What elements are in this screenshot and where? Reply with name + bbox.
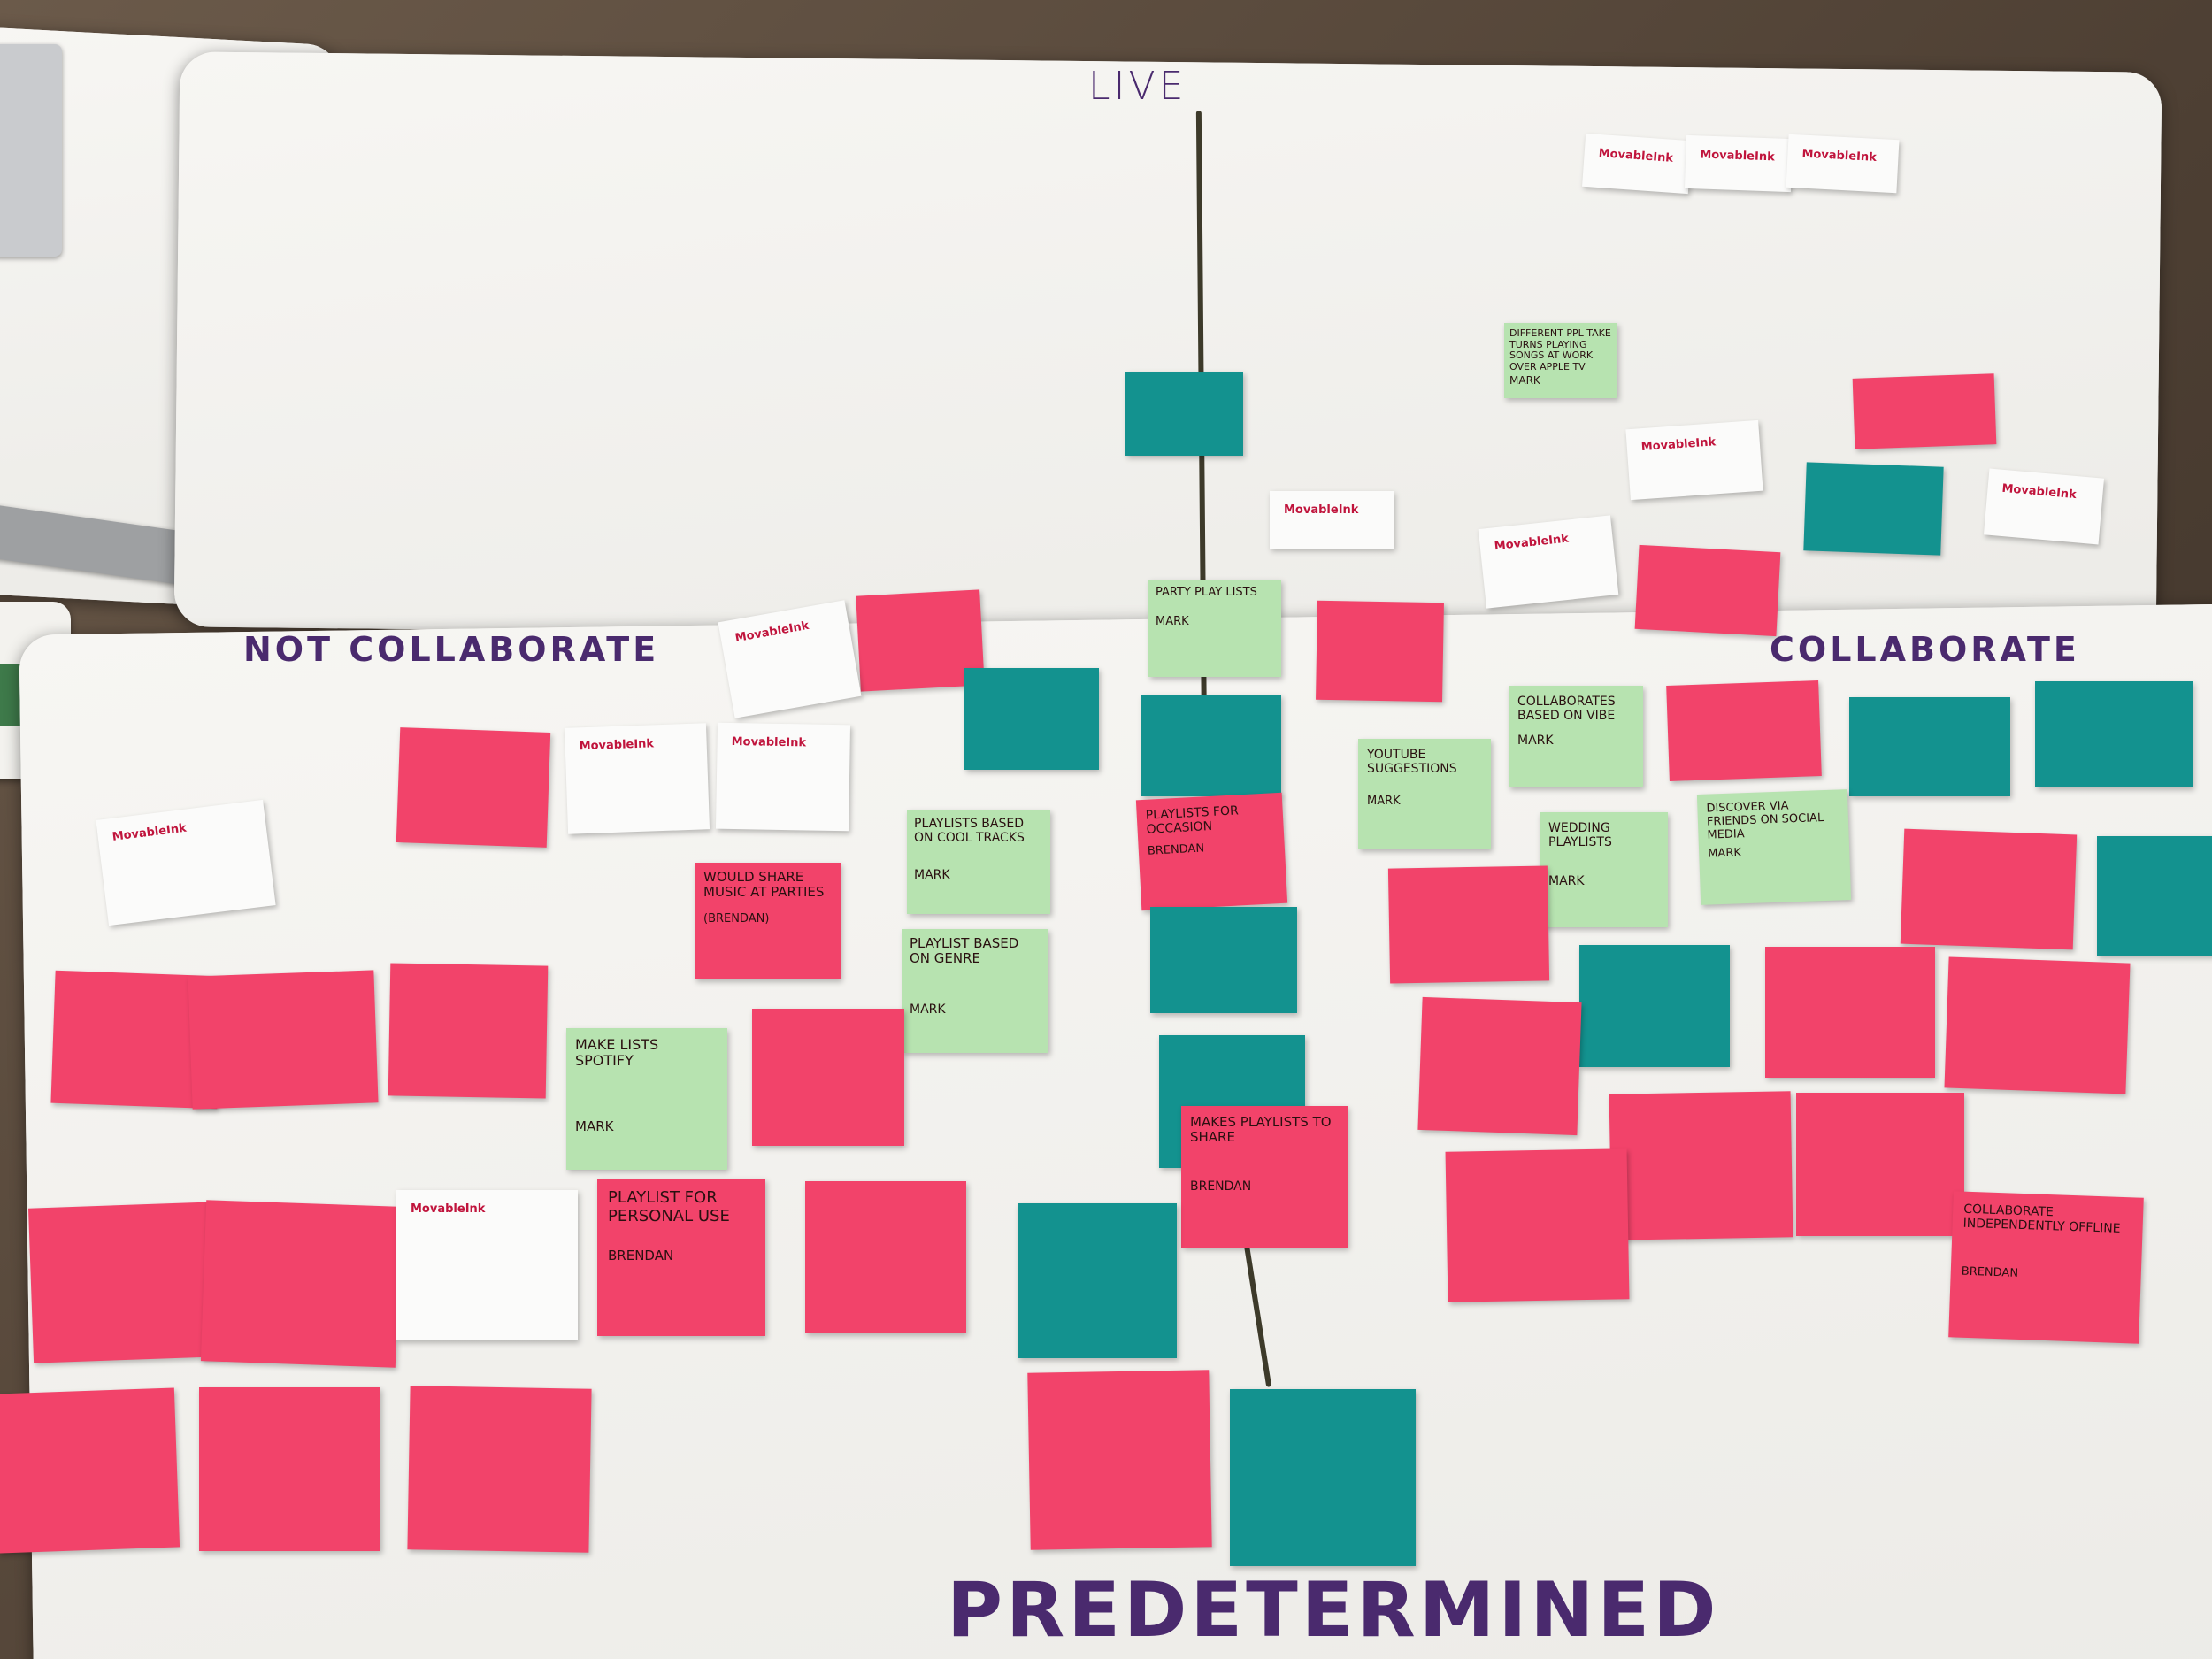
sticky-note — [188, 970, 379, 1110]
white-note: MovableInk — [1478, 515, 1619, 609]
sticky-note-share: MAKES PLAYLISTS TO SHARE BRENDAN — [1181, 1106, 1348, 1248]
sticky-note — [388, 963, 549, 1099]
white-note: MovableInk — [1270, 491, 1394, 549]
sticky-note — [1849, 697, 2010, 796]
white-note: MovableInk — [564, 723, 710, 834]
sticky-note — [1387, 865, 1550, 984]
white-note: MovableInk — [715, 722, 851, 832]
sticky-note — [200, 1200, 402, 1368]
sticky-note-would-share: WOULD SHARE MUSIC AT PARTIES (BRENDAN) — [695, 863, 841, 979]
sticky-note — [1141, 695, 1281, 796]
sticky-note-occasion: PLAYLISTS FOR OCCASION BRENDAN — [1135, 792, 1288, 911]
sticky-note-cool-tracks: PLAYLISTS BASED ON COOL TRACKS MARK — [907, 810, 1050, 914]
sticky-note — [805, 1181, 966, 1333]
laptop — [0, 44, 62, 257]
sticky-note — [1230, 1389, 1416, 1566]
white-note: MovableInk — [1684, 134, 1793, 193]
white-note: MovableInk — [1983, 468, 2105, 545]
sticky-note — [1796, 1093, 1964, 1236]
sticky-note — [2035, 681, 2193, 787]
sticky-note — [1027, 1370, 1212, 1550]
sticky-note — [2097, 836, 2212, 956]
sticky-note — [396, 727, 551, 848]
sticky-note — [28, 1202, 219, 1363]
sticky-note — [1579, 945, 1730, 1067]
sticky-note — [1765, 947, 1935, 1078]
sticky-note-make-lists-spotify: MAKE LISTS SPOTIFY MARK — [566, 1028, 727, 1170]
sticky-note — [407, 1386, 592, 1553]
sticky-note — [1900, 828, 2078, 950]
sticky-note — [964, 668, 1099, 770]
sticky-note-collab-vibe: COLLABORATES BASED ON VIBE MARK — [1509, 686, 1643, 787]
white-note: MovableInk — [396, 1190, 578, 1340]
sticky-note-genre: PLAYLIST BASED ON GENRE MARK — [902, 929, 1048, 1053]
sticky-note-discover: DISCOVER VIA FRIENDS ON SOCIAL MEDIA MAR… — [1696, 789, 1852, 905]
sticky-note-collab-offline: COLLABORATE INDEPENDENTLY OFFLINE BRENDA… — [1948, 1191, 2144, 1344]
white-note: MovableInk — [96, 799, 276, 926]
sticky-note — [1417, 996, 1582, 1136]
sticky-note-different-ppl: DIFFERENT PPL TAKE TURNS PLAYING SONGS A… — [1504, 323, 1617, 398]
sticky-note — [1803, 462, 1944, 556]
sticky-note — [1944, 956, 2131, 1094]
white-note: MovableInk — [1625, 419, 1763, 501]
sticky-note-wedding: WEDDING PLAYLISTS MARK — [1540, 812, 1668, 927]
sticky-note-youtube: YOUTUBE SUGGESTIONS MARK — [1358, 739, 1491, 849]
sticky-note — [1125, 372, 1243, 456]
sticky-note — [1852, 373, 1997, 449]
sticky-note — [199, 1387, 380, 1551]
white-note: MovableInk — [1582, 133, 1692, 195]
axis-label-predetermined: PREDETERMINED — [947, 1566, 1720, 1655]
sticky-note — [1634, 544, 1781, 637]
axis-label-live: LIVE — [1088, 64, 1187, 109]
axis-label-not-collaborate: NOT COLLABORATE — [243, 630, 660, 669]
sticky-note — [1316, 600, 1444, 703]
sticky-note-personal-use: PLAYLIST FOR PERSONAL USE BRENDAN — [597, 1179, 765, 1336]
sticky-note — [1150, 907, 1297, 1013]
axis-label-collaborate: COLLABORATE — [1770, 630, 2080, 669]
sticky-note — [1445, 1148, 1630, 1302]
sticky-note — [1018, 1203, 1177, 1358]
sticky-note — [1609, 1091, 1793, 1240]
sticky-note — [752, 1009, 904, 1146]
white-note: MovableInk — [1786, 134, 1900, 194]
sticky-note-party-playlists: PARTY PLAY LISTS MARK — [1148, 580, 1281, 677]
sticky-note — [0, 1387, 180, 1554]
sticky-note — [1666, 680, 1822, 781]
